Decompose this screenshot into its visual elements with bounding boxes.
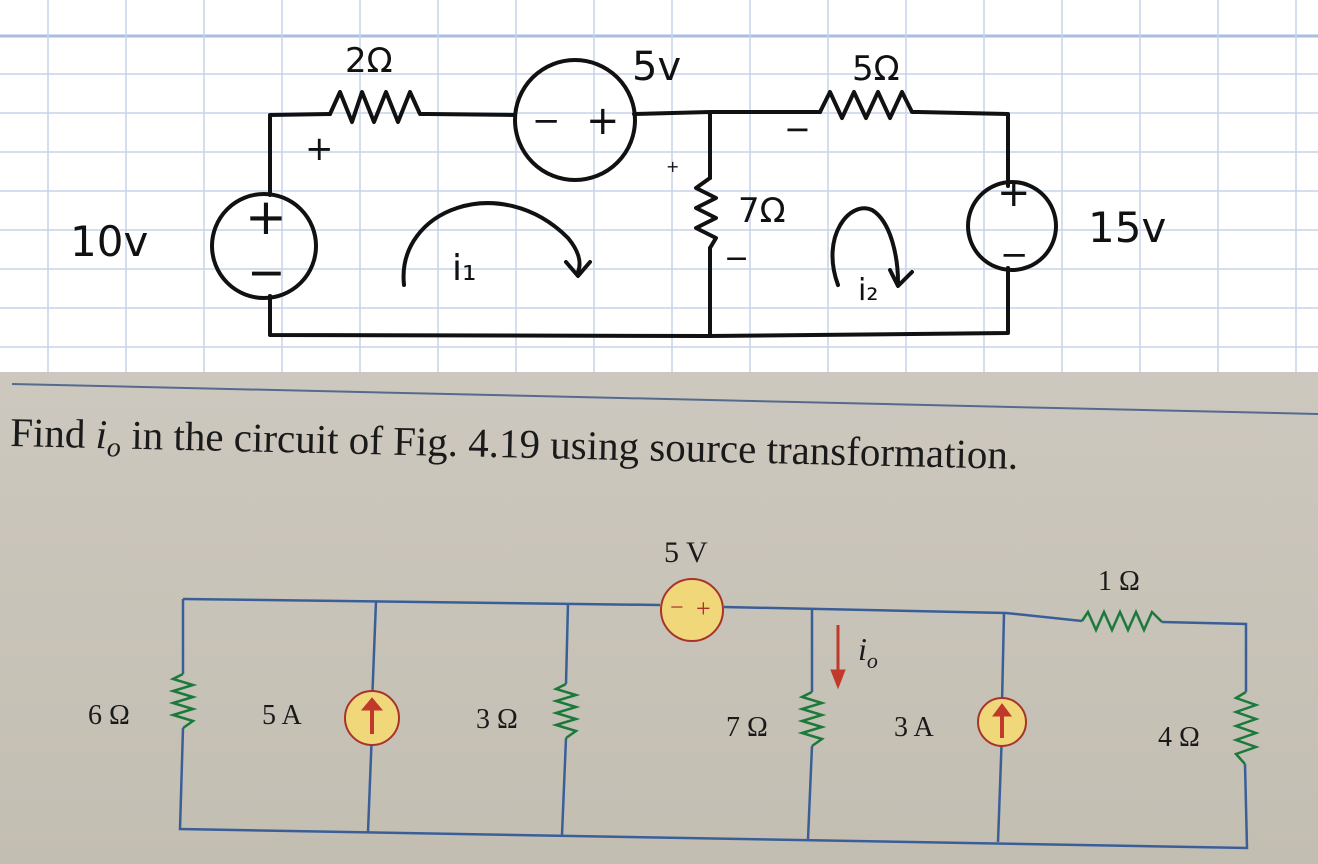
resistor-1-label: 1 Ω: [1098, 566, 1140, 597]
sketch-wires: [268, 110, 1010, 338]
left-source-label: 10v: [70, 217, 148, 266]
io-label: io: [858, 631, 878, 673]
resistor-7-ohm-book: [797, 690, 827, 748]
resistor-2-ohm: [328, 90, 430, 124]
right-source-minus: −: [1000, 235, 1029, 275]
grid-paper: [0, 0, 1318, 372]
current-source-3a-label: 3 A: [894, 712, 934, 743]
resistor-6-ohm: [168, 672, 198, 730]
resistor-2-label: 2Ω: [345, 41, 393, 81]
left-source-plus: +: [245, 188, 287, 246]
voltage-source-5v-minus: −: [670, 595, 684, 621]
textbook-figure: Find io in the circuit of Fig. 4.19 usin…: [0, 372, 1318, 864]
resistor-4-ohm: [1232, 690, 1260, 765]
middle-voltage-source: [513, 58, 637, 182]
resistor-7-ohm: [694, 176, 718, 250]
textbook-wires: [178, 597, 1249, 850]
right-source-label: 15v: [1088, 203, 1166, 252]
middle-source-minus: −: [532, 101, 561, 141]
resistor-5-ohm: [818, 90, 920, 120]
right-source-plus: +: [997, 170, 1031, 216]
current-source-5a: [344, 690, 400, 746]
loop-2-arrow: [830, 206, 914, 288]
resistor-5-minus: −: [784, 110, 811, 148]
resistor-2-plus: +: [305, 129, 334, 169]
resistor-5-label: 5Ω: [852, 49, 900, 89]
current-source-5a-label: 5 A: [262, 700, 302, 731]
left-voltage-source: [210, 192, 318, 300]
current-source-3a: [977, 697, 1027, 747]
rule-line: [11, 383, 1318, 415]
voltage-source-5v: [660, 578, 724, 642]
voltage-source-5v-plus: +: [696, 594, 711, 623]
resistor-4-label: 4 Ω: [1158, 722, 1200, 753]
resistor-1-ohm: [1080, 608, 1163, 634]
resistor-7-plus: +: [666, 157, 679, 176]
resistor-3-ohm: [551, 682, 581, 740]
voltage-source-5v-label: 5 V: [664, 536, 708, 569]
left-source-minus: −: [247, 245, 286, 299]
loop-1-label: i₁: [452, 248, 476, 289]
right-voltage-source: [966, 180, 1058, 272]
handwritten-circuit-sketch: 10v + − 2Ω + − + 5v 5Ω − 7Ω + −: [0, 0, 1318, 372]
resistor-3-label: 3 Ω: [476, 704, 518, 735]
resistor-7-minus: −: [724, 241, 749, 276]
middle-source-label: 5v: [632, 44, 681, 90]
loop-2-label: i₂: [858, 273, 878, 308]
loop-1-arrow: [401, 201, 592, 287]
resistor-6-label: 6 Ω: [88, 700, 130, 731]
problem-statement: Find io in the circuit of Fig. 4.19 usin…: [10, 409, 1019, 484]
resistor-7-label: 7Ω: [738, 191, 786, 231]
io-current-arrow: [830, 625, 846, 690]
resistor-7-book-label: 7 Ω: [726, 712, 768, 743]
middle-source-plus: +: [586, 98, 620, 144]
